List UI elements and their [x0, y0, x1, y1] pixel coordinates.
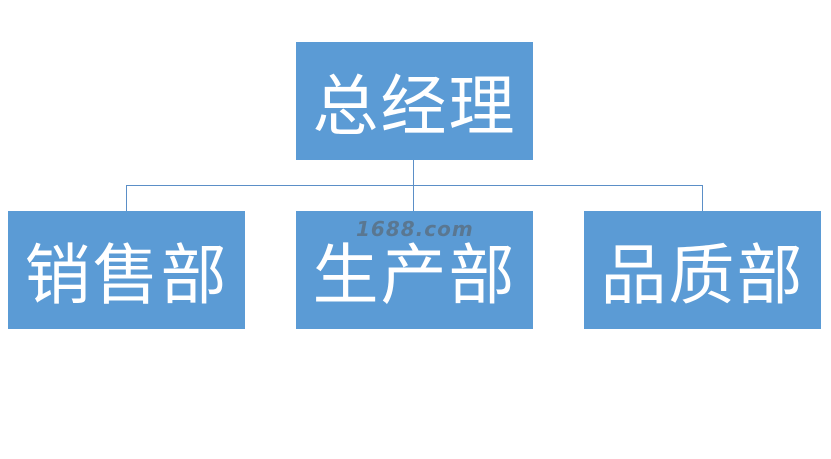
connector-root-vertical — [413, 160, 414, 185]
org-node-child-2: 品质部 — [584, 211, 821, 329]
org-node-child-2-label: 品质部 — [600, 237, 805, 314]
connector-right-vertical — [702, 185, 703, 211]
org-node-child-1: 生产部 — [296, 211, 533, 329]
connector-left-vertical — [126, 185, 127, 211]
watermark-text: 1688.com — [356, 217, 474, 241]
org-node-child-1-label: 生产部 — [312, 237, 517, 314]
connector-middle-vertical — [413, 185, 414, 211]
connector-horizontal — [126, 185, 703, 186]
org-node-child-0-label: 销售部 — [24, 237, 229, 314]
org-node-child-0: 销售部 — [8, 211, 245, 329]
org-node-root-label: 总经理 — [312, 68, 517, 145]
org-node-root: 总经理 — [296, 42, 533, 160]
